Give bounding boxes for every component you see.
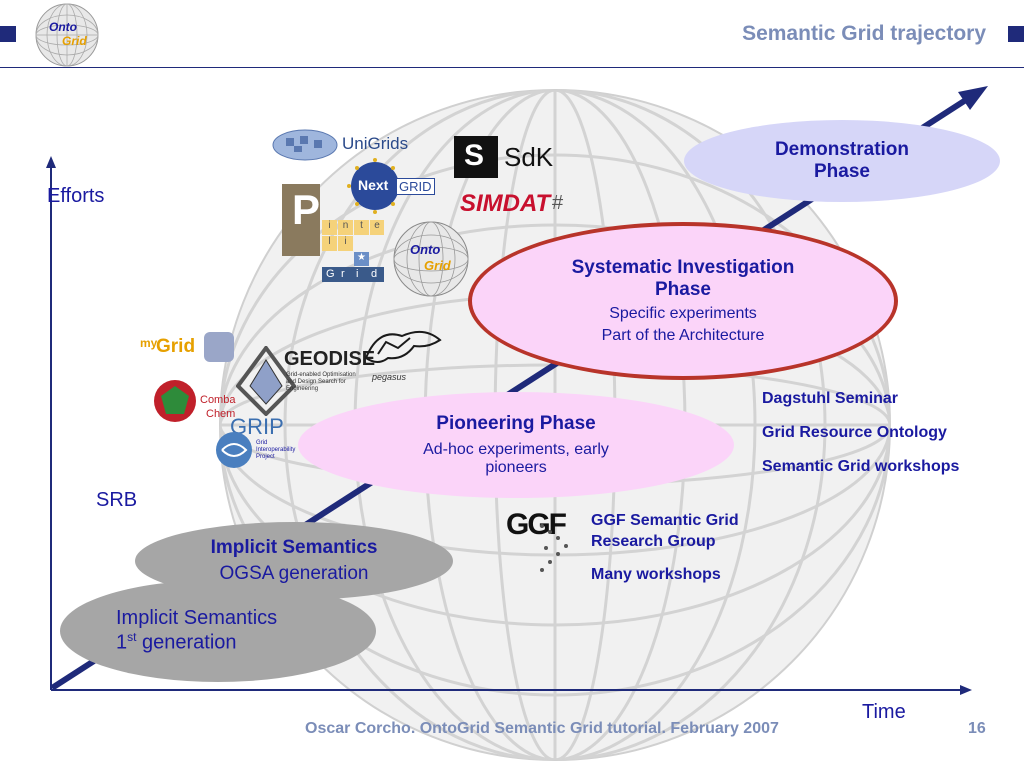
pegasus-text: pegasus [372, 372, 407, 382]
implicit1-gen-rest: generation [136, 631, 237, 654]
p-glyph: P [292, 186, 321, 233]
sdk-s-glyph: S [464, 139, 485, 172]
ggf-logo: GGF [504, 506, 578, 578]
chem-text: Chem [206, 408, 236, 420]
semantic-grid-workshops-note: Semantic Grid workshops [762, 458, 960, 475]
interop-grid-logo: i n t e l i ★ G r i d [322, 220, 384, 282]
ggf-research-group-note: GGF Semantic Grid Research Group [591, 512, 739, 550]
logo-text-onto: Onto [49, 20, 77, 34]
pioneering-phase-ellipse: Pioneering Phase Ad-hoc experiments, ear… [298, 392, 734, 498]
nextgrid-text-b: GRID [396, 178, 435, 195]
unigrids-text: UniGrids [342, 134, 409, 153]
mygrid-text-a: my [140, 336, 158, 350]
simdat-hash-glyph: # [552, 192, 564, 214]
y-axis-label: Efforts [47, 185, 105, 207]
grip-subtext: Grid Interoperability Project [256, 440, 296, 460]
grip-logo: GRIP Grid Interoperability Project [214, 414, 304, 474]
ggf-dots [540, 524, 568, 572]
demonstration-title: Demonstration Phase [774, 139, 910, 182]
interop-cell: d [371, 268, 378, 280]
implicit2-subtitle: OGSA generation [219, 563, 369, 584]
systematic-line2: Part of the Architecture [601, 327, 765, 344]
nextgrid-text-a: Next [358, 177, 389, 193]
systematic-investigation-ellipse: Systematic Investigation Phase Specific … [468, 222, 898, 380]
systematic-title: Systematic Investigation Phase [571, 257, 795, 300]
dagstuhl-seminar-note: Dagstuhl Seminar [762, 390, 899, 407]
page-title: Semantic Grid trajectory [742, 22, 986, 45]
combechem-logo: Comba Chem [152, 378, 242, 426]
implicit1-title: Implicit Semantics [116, 607, 278, 630]
interop-cell: r [341, 268, 345, 280]
grip-globe-icon [216, 432, 252, 468]
unigrids-logo: UniGrids [272, 128, 422, 162]
header-right-square [1008, 26, 1024, 42]
mygrid-hex [204, 332, 234, 362]
header-divider [0, 67, 1024, 68]
geodise-subtext: Grid-enabled Optimisation and Design Sea… [286, 372, 356, 392]
interop-cell: l [322, 236, 337, 251]
ggf-text: GGF [506, 508, 567, 541]
interop-cell: ★ [354, 252, 369, 266]
implicit-semantics-ogsa-ellipse: Implicit Semantics OGSA generation [135, 522, 453, 600]
p-project-logo: P [282, 184, 320, 256]
demonstration-phase-ellipse: Demonstration Phase [684, 120, 1000, 202]
interop-cell: i [322, 220, 337, 235]
comba-text: Comba [200, 394, 236, 406]
interop-cell: t [354, 220, 369, 235]
interop-cell: i [356, 268, 359, 280]
grid-resource-ontology-note: Grid Resource Ontology [762, 424, 947, 441]
sdk-text: SdK [504, 142, 554, 172]
pegasus-logo: pegasus [358, 318, 448, 384]
header-left-square [0, 26, 16, 42]
sdk-logo: S SdK [454, 136, 554, 178]
nextgrid-logo: Next GRID [346, 157, 446, 215]
mygrid-logo: my Grid [140, 330, 260, 366]
many-workshops-note: Many workshops [591, 566, 721, 583]
mygrid-text-b: Grid [156, 336, 196, 357]
onto-grid-logo: Onto Grid [34, 2, 100, 68]
systematic-line1: Specific experiments [609, 305, 757, 322]
implicit2-title: Implicit Semantics [210, 537, 378, 558]
interop-cell: n [338, 220, 353, 235]
simdat-text: SIMDAT [460, 190, 551, 217]
pioneering-title: Pioneering Phase [436, 413, 596, 434]
interop-grid-row [322, 267, 384, 282]
implicit1-gen-number: 1 [116, 631, 128, 654]
ontogrid-globe-logo: Onto Grid [392, 220, 470, 298]
globe-text-grid: Grid [424, 258, 451, 273]
interop-cell: e [370, 220, 384, 235]
sdk-mark [454, 136, 498, 178]
implicit1-gen-sup: st [127, 630, 137, 645]
globe-text-onto: Onto [410, 242, 441, 257]
x-axis-label: Time [862, 701, 906, 723]
logo-text-grid: Grid [62, 34, 87, 48]
simdat-logo: SIMDAT # [460, 190, 580, 220]
implicit1-generation: 1st generation [116, 630, 237, 655]
interop-cell: i [338, 236, 353, 251]
footer-text: Oscar Corcho. OntoGrid Semantic Grid tut… [305, 720, 779, 737]
pioneering-description: Ad-hoc experiments, early pioneers [423, 441, 609, 476]
page-number: 16 [968, 720, 986, 737]
geodise-logo: GEODISE Grid-enabled Optimisation and De… [235, 344, 375, 417]
interop-cell: G [326, 268, 335, 280]
srb-label: SRB [96, 489, 138, 511]
geodise-text: GEODISE [284, 348, 376, 370]
